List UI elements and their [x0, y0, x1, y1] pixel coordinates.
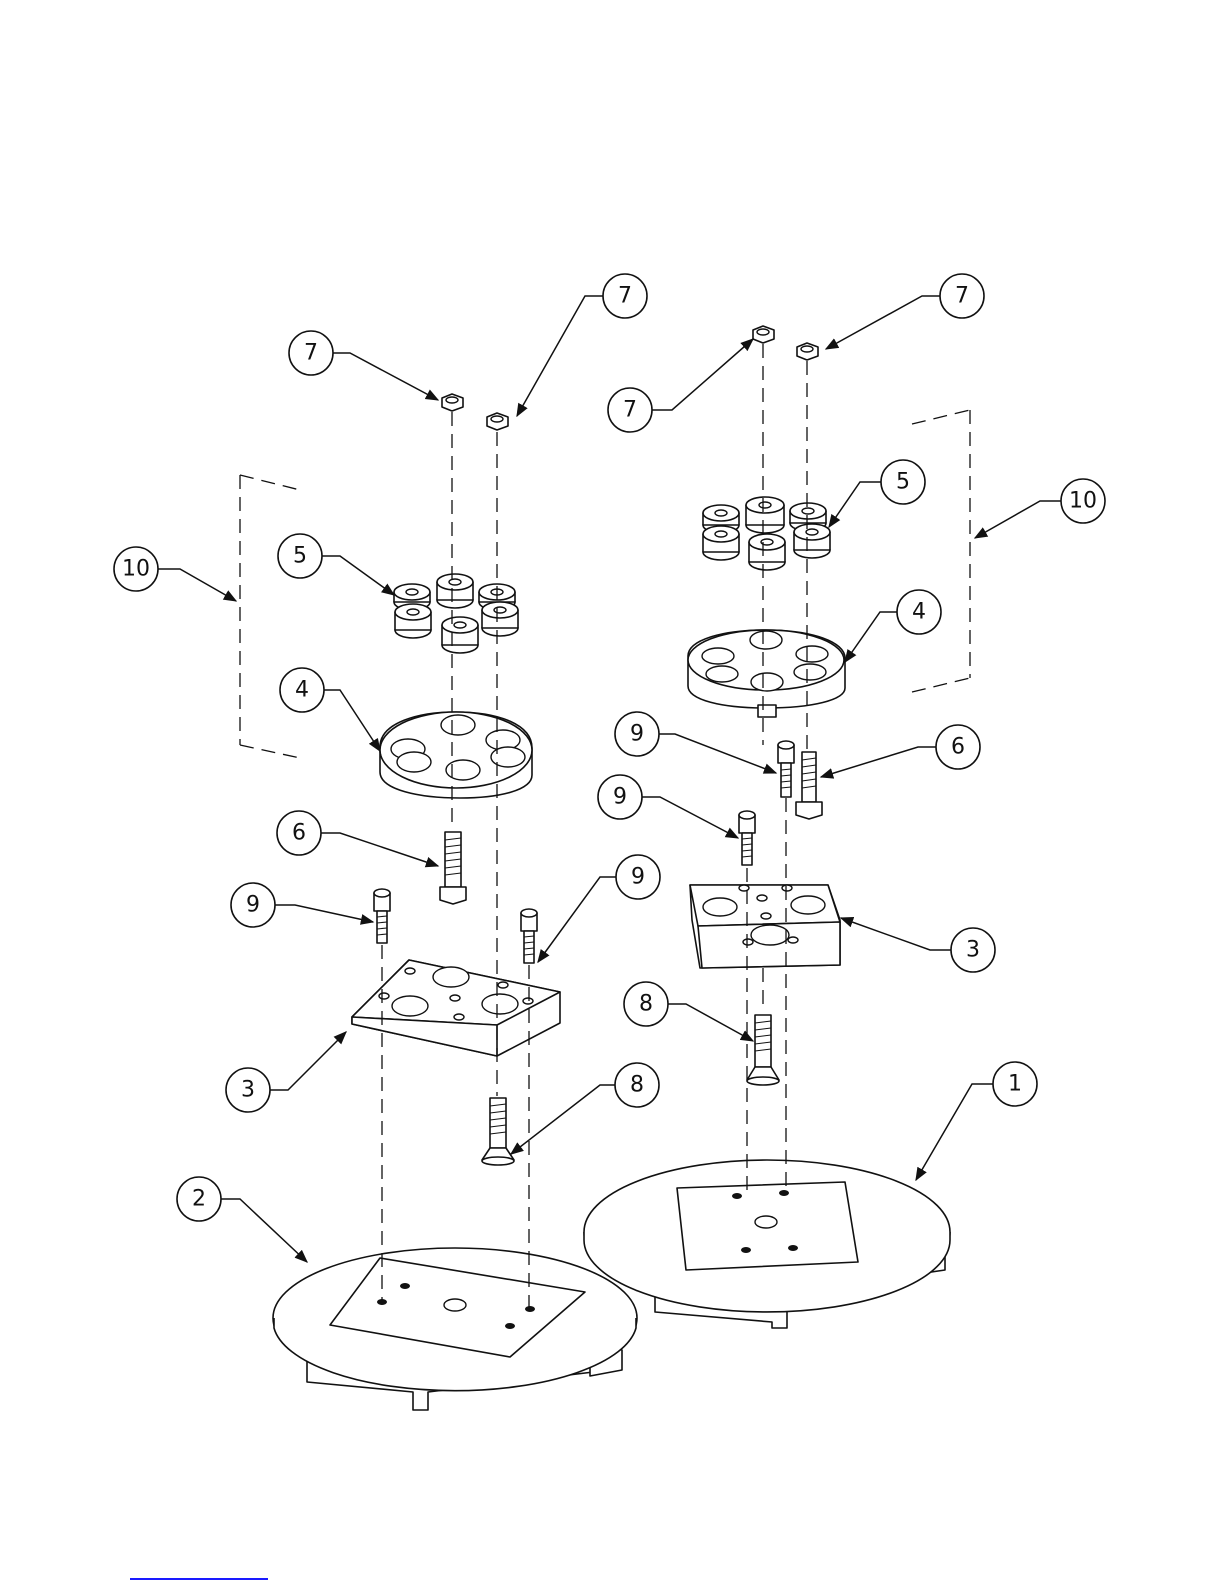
roller-set-5-right	[703, 497, 830, 570]
svg-text:7: 7	[304, 341, 318, 366]
hex-nut-7-left-a	[442, 394, 463, 411]
item-balloon-3: 3	[951, 928, 995, 972]
item-balloon-6: 6	[277, 811, 321, 855]
item-balloon-9: 9	[616, 855, 660, 899]
bracket-10-right	[912, 410, 970, 692]
svg-text:6: 6	[951, 735, 965, 760]
item-balloon-8: 8	[615, 1063, 659, 1107]
svg-text:9: 9	[613, 785, 627, 810]
cap-screw-9-right-b	[739, 811, 755, 865]
item-balloon-1: 1	[993, 1062, 1037, 1106]
turret-plate-4-left	[380, 712, 532, 798]
item-balloon-6: 6	[936, 725, 980, 769]
item-balloon-7: 7	[603, 274, 647, 318]
item-balloon-7: 7	[608, 388, 652, 432]
item-balloon-10: 10	[1061, 479, 1105, 523]
item-balloon-7: 7	[289, 331, 333, 375]
item-balloon-7: 7	[940, 274, 984, 318]
cap-screw-9-left-b	[521, 909, 537, 963]
svg-text:10: 10	[1069, 489, 1097, 514]
hex-bolt-6-left	[440, 832, 466, 904]
svg-text:3: 3	[966, 938, 980, 963]
item-balloon-5: 5	[278, 534, 322, 578]
hex-bolt-6-right	[796, 752, 822, 819]
svg-text:5: 5	[896, 470, 910, 495]
svg-text:9: 9	[246, 893, 260, 918]
item-balloon-9: 9	[615, 712, 659, 756]
turret-plate-4-right	[688, 630, 845, 717]
item-balloon-10: 10	[114, 547, 158, 591]
svg-text:7: 7	[623, 398, 637, 423]
svg-text:7: 7	[955, 284, 969, 309]
svg-text:7: 7	[618, 284, 632, 309]
item-balloon-4: 4	[897, 590, 941, 634]
svg-text:8: 8	[630, 1073, 644, 1098]
base-plate-1	[584, 1160, 950, 1328]
flat-head-screw-8-left	[482, 1098, 514, 1165]
cap-screw-9-left-a	[374, 889, 390, 943]
item-balloon-4: 4	[280, 668, 324, 712]
item-balloon-3: 3	[226, 1068, 270, 1112]
cap-screw-9-right-a	[778, 741, 794, 797]
bracket-10-left	[240, 475, 300, 758]
item-balloon-8: 8	[624, 982, 668, 1026]
flat-head-screw-8-right	[747, 1015, 779, 1085]
hex-nut-7-right-b	[797, 343, 818, 360]
svg-text:9: 9	[630, 722, 644, 747]
base-plate-2	[273, 1248, 637, 1410]
svg-text:1: 1	[1008, 1072, 1022, 1097]
svg-text:10: 10	[122, 557, 150, 582]
item-balloon-9: 9	[598, 775, 642, 819]
svg-text:9: 9	[631, 865, 645, 890]
item-balloon-2: 2	[177, 1177, 221, 1221]
svg-text:4: 4	[912, 600, 926, 625]
footer-link-underline[interactable]	[130, 1578, 268, 1580]
hex-nut-7-left-b	[487, 413, 508, 430]
roller-set-5-left	[394, 574, 518, 653]
svg-text:4: 4	[295, 678, 309, 703]
svg-text:3: 3	[241, 1078, 255, 1103]
svg-text:6: 6	[292, 821, 306, 846]
svg-text:2: 2	[192, 1187, 206, 1212]
svg-text:5: 5	[293, 544, 307, 569]
mounting-block-3-right	[690, 885, 840, 968]
svg-text:8: 8	[639, 992, 653, 1017]
item-balloon-5: 5	[881, 460, 925, 504]
hex-nut-7-right-a	[753, 326, 774, 343]
item-balloon-9: 9	[231, 883, 275, 927]
